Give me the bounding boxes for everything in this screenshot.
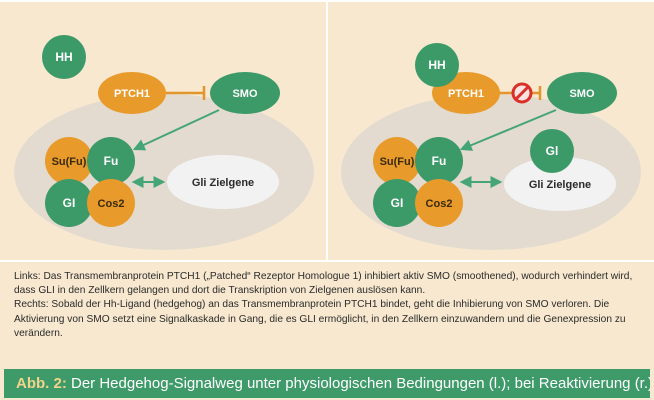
right-fu-node [415,137,463,185]
left-fu-node [87,137,135,185]
figure-caption: Links: Das Transmembranprotein PTCH1 („P… [14,270,640,358]
figure-number: Abb. 2: [16,375,67,392]
right-ptch1-label: PTCH1 [448,88,484,100]
hedgehog-diagram: HH PTCH1 SMO Su(Fu) Fu GI Cos2 Gli Zielg… [0,0,654,262]
left-gli-node [45,179,93,227]
right-panel: PTCH1 HH SMO Gl Su(Fu) Fu GI Cos2 Gli Zi… [341,43,641,250]
right-target-genes-label: Gli Zielgene [529,179,591,191]
left-sufu-node [45,137,93,185]
left-ptch1-node [98,72,166,114]
left-target-genes-label: Gli Zielgene [192,177,254,189]
caption-left-text: Links: Das Transmembranprotein PTCH1 („P… [14,271,633,297]
left-hh-label: HH [55,50,72,64]
right-hh-label: HH [428,58,445,72]
right-sufu-node [373,137,421,185]
left-fu-label: Fu [104,154,119,168]
right-sufu-label: Su(Fu) [380,156,415,168]
figure-title-bar: Abb. 2: Der Hedgehog-Signalweg unter phy… [4,369,650,398]
left-ptch1-label: PTCH1 [114,88,150,100]
right-smo-label: SMO [569,88,595,100]
right-gli-label: GI [391,196,404,210]
figure-title: Der Hedgehog-Signalweg unter physiologis… [66,375,650,392]
right-fu-label: Fu [432,154,447,168]
left-nucleus [167,155,279,209]
left-gli-label: GI [63,196,76,210]
blocked-icon [511,82,533,104]
left-cos2-node [87,179,135,227]
right-smo-fu-arrow [459,109,557,151]
right-hh-node [415,43,459,87]
left-smo-label: SMO [232,88,258,100]
right-nucleus [504,157,616,211]
left-hh-node [42,35,86,79]
right-cos2-label: Cos2 [426,198,453,210]
right-gli-free-label: Gl [546,144,559,158]
left-smo-fu-arrow [132,109,220,151]
right-gli-free-node [530,129,574,173]
caption-right-text: Rechts: Sobald der Hh-Ligand (hedgehog) … [14,299,626,339]
right-cos2-node [415,179,463,227]
left-sufu-label: Su(Fu) [52,156,87,168]
right-smo-node [547,72,617,114]
left-panel: HH PTCH1 SMO Su(Fu) Fu GI Cos2 Gli Zielg… [14,35,314,250]
left-cos2-label: Cos2 [98,198,125,210]
right-gli-node [373,179,421,227]
left-smo-node [210,72,280,114]
